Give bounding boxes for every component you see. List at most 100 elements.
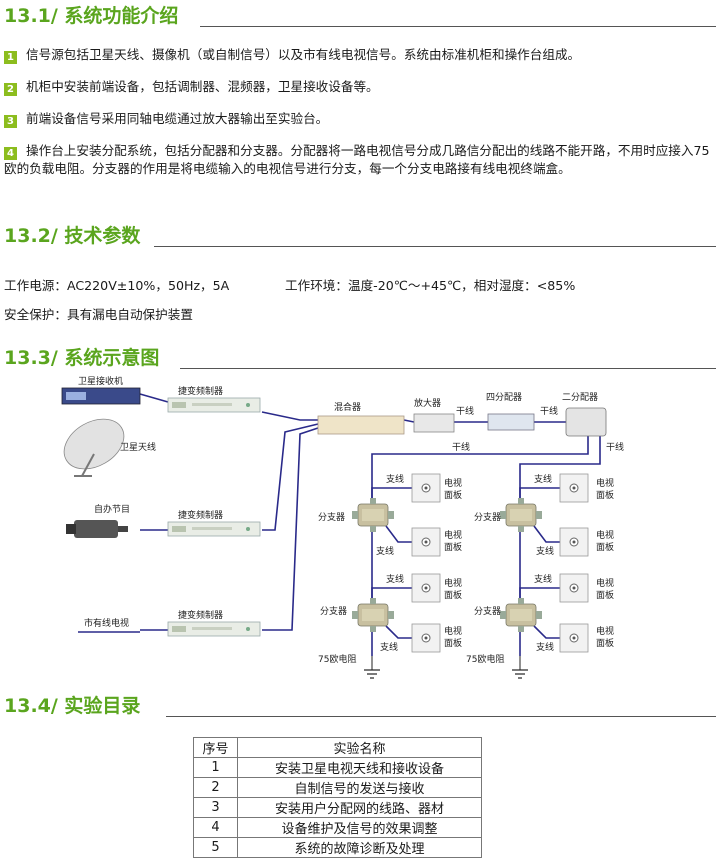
column-header-name: 实验名称 (237, 737, 482, 758)
modulator-1 (167, 397, 261, 413)
label-trunk: 干线 (456, 405, 474, 417)
tap-3 (499, 497, 543, 533)
label-panel: 面板 (444, 489, 462, 501)
label-tv: 电视 (596, 529, 614, 541)
section-heading-3: 13.3/ 系统示意图 (4, 342, 716, 372)
label-panel: 面板 (596, 637, 614, 649)
tv-panel-3 (411, 573, 441, 603)
table-row: 5 系统的故障诊断及处理 (193, 837, 482, 858)
label-panel: 面板 (596, 489, 614, 501)
camera (66, 520, 128, 538)
heading-rule (180, 368, 716, 369)
label-branch: 支线 (536, 545, 554, 557)
tap-1 (351, 497, 395, 533)
label-modulator: 捷变频制器 (178, 509, 223, 521)
label-trunk: 干线 (540, 405, 558, 417)
label-amplifier: 放大器 (414, 397, 441, 409)
section-title-4: 13.4/ 实验目录 (4, 695, 141, 717)
label-branch: 支线 (534, 473, 552, 485)
experiment-catalog-table: 序号 实验名称 1 安装卫星电视天线和接收设备 2 自制信号的发送与接收 3 安… (193, 737, 482, 858)
label-tv: 电视 (596, 577, 614, 589)
section-title-1: 13.1/ 系统功能介绍 (4, 5, 179, 27)
section-heading-2: 13.2/ 技术参数 (4, 220, 716, 250)
label-tv: 电视 (444, 477, 462, 489)
tv-panel-2 (411, 527, 441, 557)
label-modulator: 捷变频制器 (178, 385, 223, 397)
label-splitter4: 四分配器 (486, 392, 522, 403)
row-title: 自制信号的发送与接收 (237, 777, 482, 798)
label-tv: 电视 (596, 625, 614, 637)
label-satellite-receiver: 卫星接收机 (78, 375, 123, 387)
intro-item-1: 1 信号源包括卫星天线、摄像机（或自制信号）以及市有线电视信号。系统由标准机柜和操… (4, 46, 714, 64)
row-number: 3 (193, 797, 238, 818)
tv-panel-8 (559, 623, 589, 653)
label-branch: 支线 (380, 641, 398, 653)
tech-protection: 安全保护：具有漏电自动保护装置 (4, 307, 193, 322)
label-tap: 分支器 (318, 511, 345, 523)
table-row: 2 自制信号的发送与接收 (193, 777, 482, 798)
label-panel: 面板 (596, 589, 614, 601)
table-row: 1 安装卫星电视天线和接收设备 (193, 757, 482, 778)
label-panel: 面板 (596, 541, 614, 553)
row-number: 1 (193, 757, 238, 778)
intro-text: 机柜中安装前端设备，包括调制器、混频器，卫星接收设备等。 (26, 79, 379, 94)
label-city-cable: 市有线电视 (84, 617, 129, 629)
section-heading-1: 13.1/ 系统功能介绍 (4, 0, 716, 30)
tech-power: 工作电源：AC220V±10%，50Hz，5A (4, 278, 230, 293)
system-diagram: 卫星接收机 卫星天线 自办节目 市有线电视 捷变频制器 捷变频制器 捷变频制器 … (61, 375, 624, 679)
label-panel: 面板 (444, 589, 462, 601)
section-heading-4: 13.4/ 实验目录 (4, 690, 716, 720)
intro-item-2: 2 机柜中安装前端设备，包括调制器、混频器，卫星接收设备等。 (4, 78, 714, 96)
column-header-no: 序号 (193, 737, 238, 758)
label-trunk: 干线 (452, 441, 470, 453)
heading-rule (200, 26, 716, 27)
label-tv: 电视 (444, 529, 462, 541)
label-branch: 支线 (386, 473, 404, 485)
amplifier (413, 413, 455, 433)
wiring (139, 393, 601, 656)
intro-text: 前端设备信号采用同轴电缆通过放大器输出至实验台。 (26, 111, 329, 126)
table-row: 3 安装用户分配网的线路、器材 (193, 797, 482, 818)
row-number: 5 (193, 837, 238, 858)
satellite-antenna (63, 418, 125, 477)
label-trunk: 干线 (606, 441, 624, 453)
tech-environment: 工作环境：温度-20℃～+45℃，相对湿度：<85% (285, 278, 576, 293)
label-satellite-antenna: 卫星天线 (120, 441, 156, 453)
label-branch: 支线 (534, 573, 552, 585)
label-resistor: 75欧电阻 (318, 653, 356, 665)
row-number: 2 (193, 777, 238, 798)
tv-panel-4 (411, 623, 441, 653)
label-tv: 电视 (444, 577, 462, 589)
heading-rule (166, 716, 716, 717)
modulator-2 (167, 521, 261, 537)
tv-panel-6 (559, 527, 589, 557)
intro-text: 信号源包括卫星天线、摄像机（或自制信号）以及市有线电视信号。系统由标准机柜和操作… (26, 47, 581, 62)
tv-panel-1 (411, 473, 441, 503)
section-title-2: 13.2/ 技术参数 (4, 225, 141, 247)
mixer (317, 415, 405, 435)
row-title: 系统的故障诊断及处理 (237, 837, 482, 858)
label-panel: 面板 (444, 541, 462, 553)
row-number: 4 (193, 817, 238, 838)
splitter-4way (487, 413, 535, 431)
tv-panel-labels: 电视 面板 电视 面板 电视 面板 电视 面板 电视 面板 电视 面板 电视 面… (444, 477, 614, 649)
label-branch: 支线 (386, 573, 404, 585)
row-title: 设备维护及信号的效果调整 (237, 817, 482, 838)
label-tap: 分支器 (474, 605, 501, 617)
label-tv: 电视 (596, 477, 614, 489)
label-mixer: 混合器 (334, 401, 361, 413)
label-tap: 分支器 (320, 605, 347, 617)
bullet-number: 2 (4, 83, 17, 96)
row-title: 安装用户分配网的线路、器材 (237, 797, 482, 818)
splitter-2way (565, 407, 607, 437)
bullet-number: 1 (4, 51, 17, 64)
tv-panel-5 (559, 473, 589, 503)
heading-rule (154, 246, 716, 247)
label-tv: 电视 (444, 625, 462, 637)
table-row: 4 设备维护及信号的效果调整 (193, 817, 482, 838)
modulator-3 (167, 621, 261, 637)
row-title: 安装卫星电视天线和接收设备 (237, 757, 482, 778)
label-panel: 面板 (444, 637, 462, 649)
